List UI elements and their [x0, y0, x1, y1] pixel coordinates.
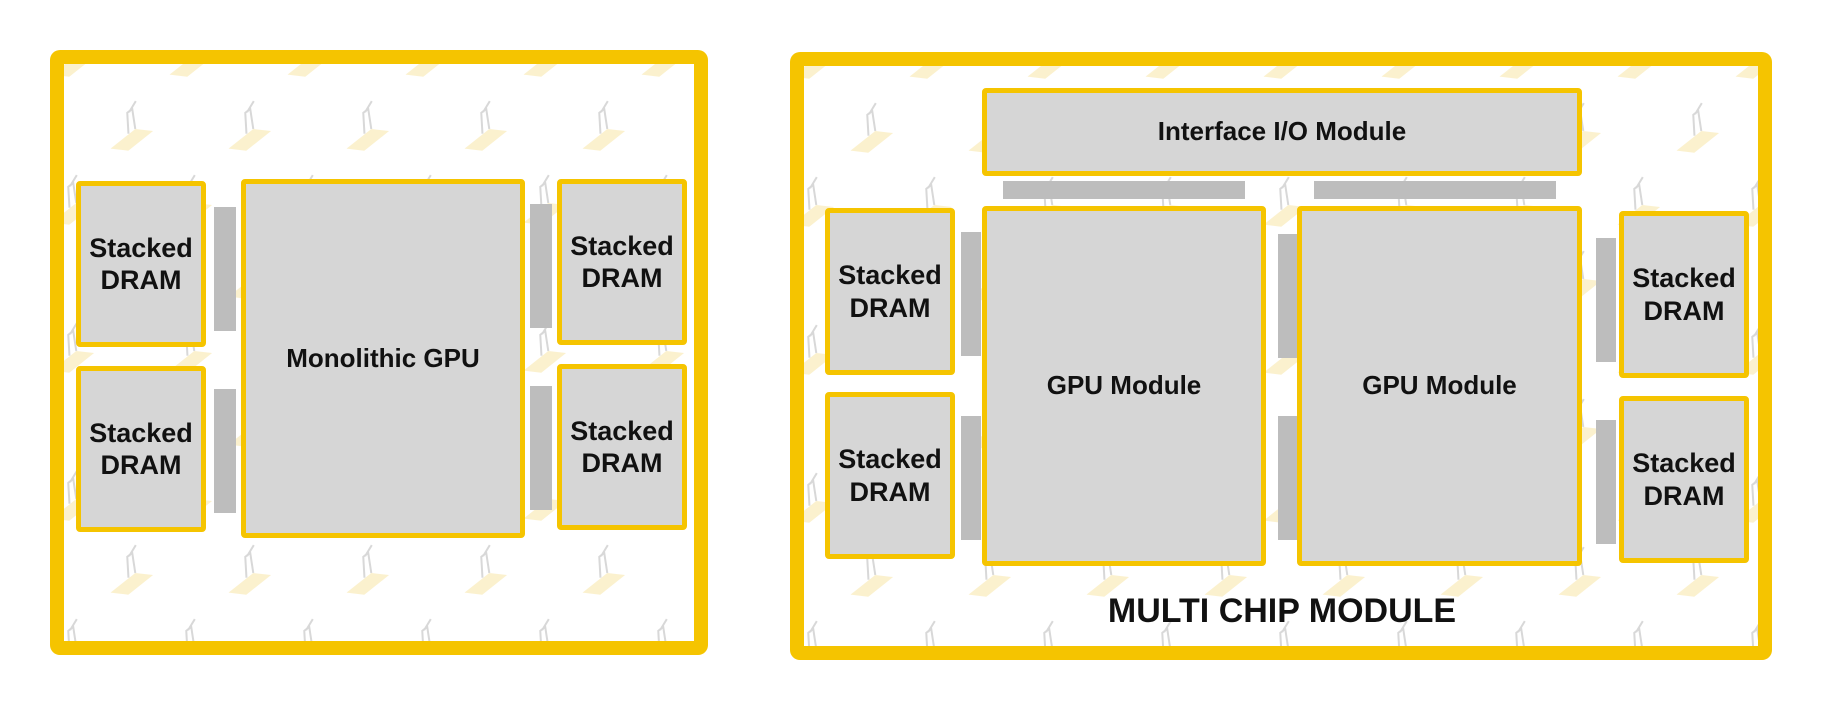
interposer-link — [214, 389, 236, 513]
io-link — [1003, 181, 1245, 199]
interposer-link — [530, 386, 552, 510]
logo-watermark-mark — [464, 100, 508, 151]
stacked-dram-label: Stacked DRAM — [838, 444, 942, 507]
interposer-link — [1596, 420, 1616, 544]
logo-watermark-mark — [228, 544, 272, 595]
logo-watermark-mark — [1676, 102, 1720, 153]
logo-watermark-mark — [1263, 66, 1307, 79]
logo-watermark-mark — [110, 544, 154, 595]
stacked-dram-right-bottom: Stacked DRAM — [557, 364, 687, 530]
stacked-dram-left-top: Stacked DRAM — [825, 208, 955, 375]
logo-watermark-mark — [807, 620, 818, 646]
gpu-module-label: GPU Module — [1046, 370, 1202, 401]
module-link — [1278, 416, 1298, 540]
logo-watermark-mark — [303, 618, 314, 641]
logo-watermark-mark — [1617, 66, 1661, 79]
monolithic-gpu-label: Monolithic GPU — [286, 342, 480, 373]
interposer-link — [961, 416, 981, 540]
stacked-dram-left-bottom: Stacked DRAM — [825, 392, 955, 559]
interposer-link — [214, 207, 236, 331]
logo-watermark-mark — [1751, 620, 1758, 646]
stacked-dram-left-bottom: Stacked DRAM — [76, 366, 206, 532]
monolithic-gpu-panel: Stacked DRAM Stacked DRAM Monolithic GPU… — [50, 50, 708, 655]
logo-watermark-mark — [688, 247, 694, 304]
logo-watermark-mark — [1381, 66, 1425, 79]
logo-watermark-mark — [1145, 66, 1189, 79]
interposer-link — [961, 232, 981, 356]
interposer-link — [530, 204, 552, 328]
monolithic-gpu-die: Monolithic GPU — [241, 179, 525, 538]
stacked-dram-right-top: Stacked DRAM — [557, 179, 687, 345]
stacked-dram-right-top: Stacked DRAM — [1619, 211, 1749, 378]
logo-watermark-mark — [228, 100, 272, 151]
logo-watermark-mark — [67, 618, 78, 641]
stacked-dram-right-bottom: Stacked DRAM — [1619, 396, 1749, 563]
logo-watermark-mark — [64, 64, 95, 77]
logo-watermark-mark — [582, 100, 626, 151]
logo-watermark-mark — [641, 64, 685, 77]
logo-watermark-mark — [287, 64, 331, 77]
logo-watermark-mark — [405, 64, 449, 77]
logo-watermark-mark — [539, 618, 550, 641]
stacked-dram-label: Stacked DRAM — [89, 417, 193, 480]
logo-watermark-mark — [185, 618, 196, 641]
interface-io-module: Interface I/O Module — [982, 88, 1582, 176]
stacked-dram-label: Stacked DRAM — [570, 230, 674, 293]
gpu-module-label: GPU Module — [1362, 370, 1517, 401]
multi-chip-module-title: MULTI CHIP MODULE — [1107, 592, 1457, 630]
stacked-dram-label: Stacked DRAM — [1632, 448, 1736, 511]
stacked-dram-label: Stacked DRAM — [89, 232, 193, 295]
logo-watermark-mark — [850, 102, 894, 153]
logo-watermark-mark — [346, 544, 390, 595]
gpu-module-2: GPU Module — [1297, 206, 1582, 566]
stacked-dram-label: Stacked DRAM — [570, 415, 674, 478]
module-link — [1278, 234, 1298, 358]
logo-watermark-mark — [346, 100, 390, 151]
logo-watermark-mark — [909, 66, 953, 79]
stacked-dram-left-top: Stacked DRAM — [76, 181, 206, 347]
logo-watermark-mark — [688, 99, 694, 156]
logo-watermark-mark — [804, 66, 835, 79]
stacked-dram-label: Stacked DRAM — [838, 260, 942, 323]
logo-watermark-mark — [1499, 66, 1543, 79]
logo-watermark-mark — [688, 395, 694, 452]
logo-watermark-mark — [657, 618, 668, 641]
logo-watermark-mark — [582, 544, 626, 595]
logo-watermark-mark — [688, 543, 694, 600]
interposer-link — [1596, 238, 1616, 362]
logo-watermark-mark — [1633, 620, 1644, 646]
stacked-dram-label: Stacked DRAM — [1632, 263, 1736, 326]
logo-watermark-mark — [421, 618, 432, 641]
gpu-module-1: GPU Module — [982, 206, 1266, 566]
logo-watermark-mark — [110, 100, 154, 151]
logo-watermark-mark — [1027, 66, 1071, 79]
logo-watermark-mark — [1735, 66, 1758, 79]
logo-watermark-mark — [523, 64, 567, 77]
multi-chip-module-panel: Interface I/O Module Stacked DRAM Stacke… — [790, 52, 1772, 660]
logo-watermark-mark — [925, 620, 936, 646]
io-link — [1314, 181, 1556, 199]
logo-watermark-mark — [464, 544, 508, 595]
logo-watermark-mark — [169, 64, 213, 77]
interface-io-label: Interface I/O Module — [1157, 116, 1407, 147]
